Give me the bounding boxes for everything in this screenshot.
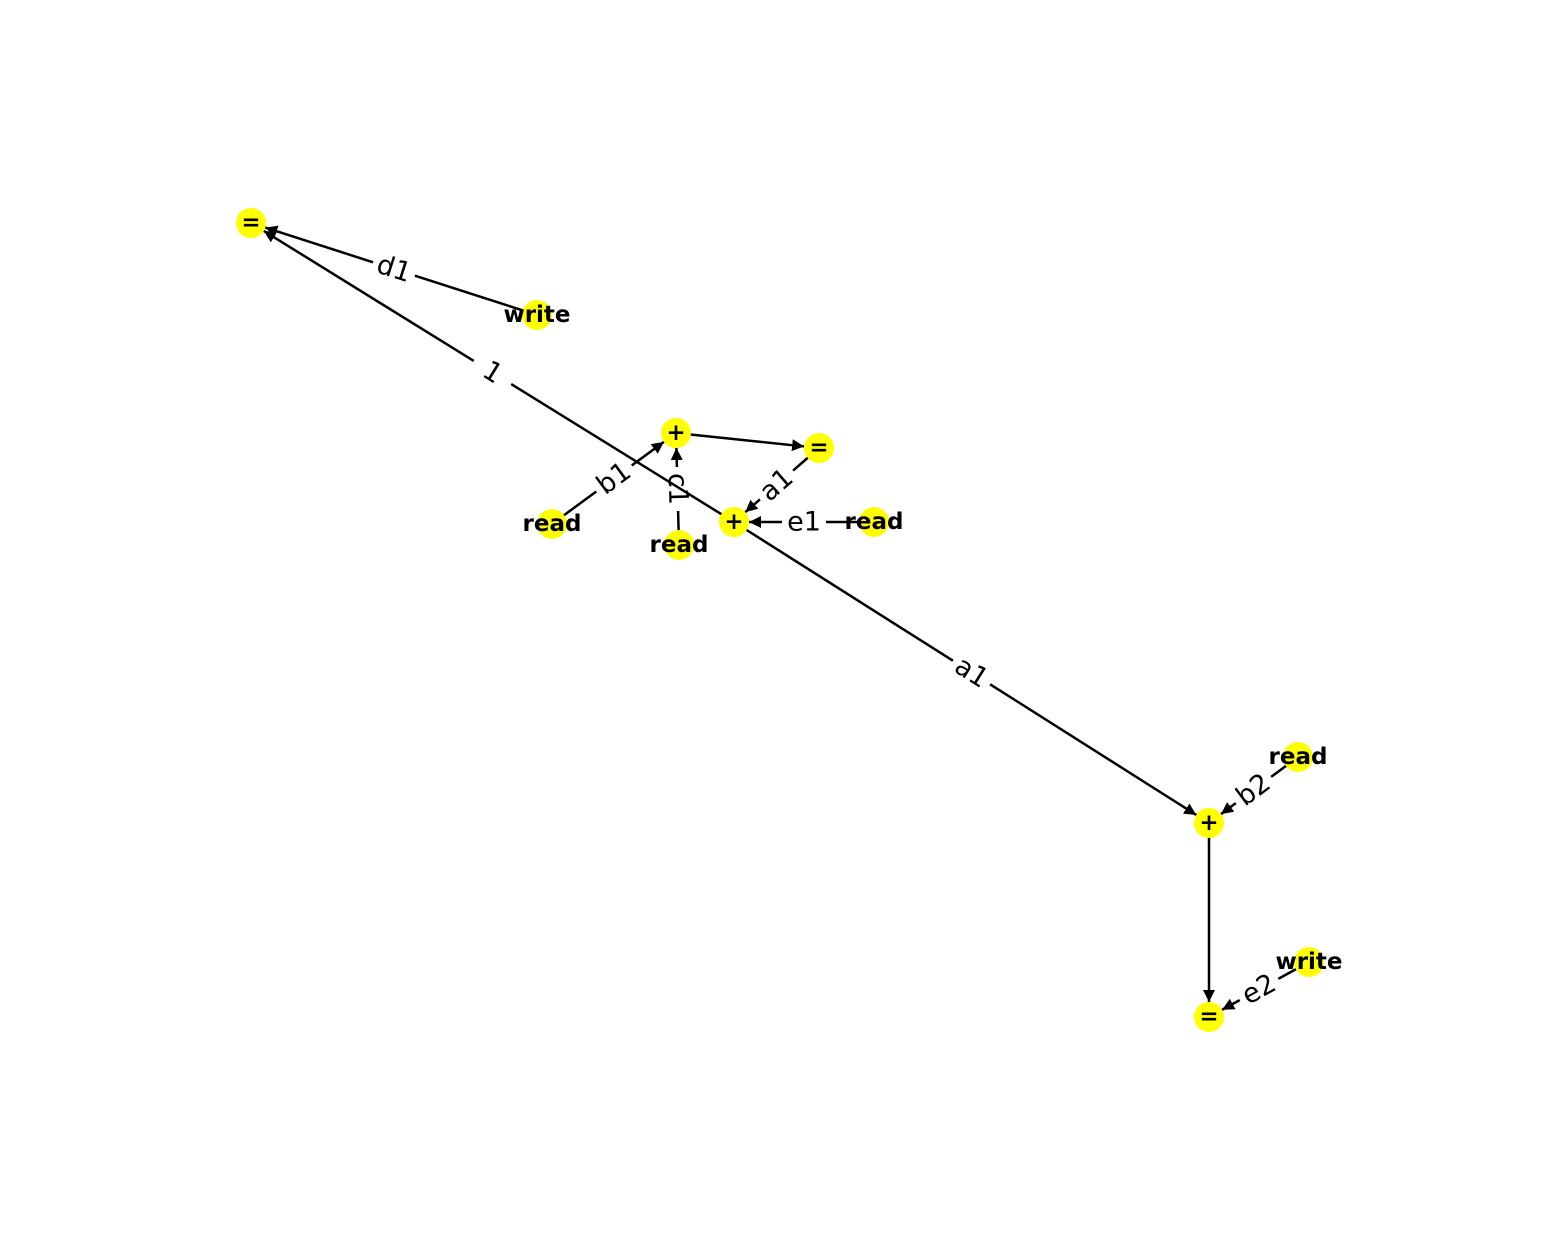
node-circle [1194, 1002, 1224, 1032]
edge-line-segment [733, 520, 954, 662]
nodes-layer: = write + = read read + read read + write = [236, 208, 1343, 1032]
edge-label: e1 [787, 507, 821, 538]
node-circle [1294, 947, 1324, 977]
node-plus_center: + [719, 507, 749, 537]
node-label: + [1199, 810, 1218, 836]
node-label: read [523, 511, 582, 537]
node-circle [236, 208, 266, 238]
node-circle [537, 509, 567, 539]
edge-label: d1 [373, 249, 415, 289]
edge-arrow-segment [1221, 998, 1241, 1011]
node-read_left: read [523, 509, 582, 539]
node-label: = [241, 210, 260, 236]
edge-line-segment [414, 274, 538, 317]
node-circle [1194, 808, 1224, 838]
node-eq_mid: = [804, 433, 834, 463]
node-read_center: read [650, 530, 709, 560]
edge-line-segment [510, 383, 735, 524]
node-label: + [724, 509, 743, 535]
edge-plus_center-to-plus_br [733, 520, 1197, 817]
node-eq_br: = [1194, 1002, 1224, 1032]
node-circle [661, 418, 691, 448]
edge-arrow-segment [744, 498, 761, 514]
edge-arrow-segment [263, 229, 475, 362]
node-label: read [650, 532, 709, 558]
node-eq_top: = [236, 208, 266, 238]
edge-arrow-line [675, 431, 805, 452]
edges-layer [263, 225, 1310, 1011]
edge-plus_mid-to-eq_mid [675, 431, 805, 452]
node-label: write [503, 302, 570, 328]
node-circle [1283, 742, 1313, 772]
node-label: = [1199, 1004, 1218, 1030]
edge-arrow-segment [1220, 802, 1237, 816]
node-write_br: write [1275, 947, 1343, 977]
edge-label: b1 [591, 456, 637, 501]
node-write_top: write [503, 300, 571, 330]
edge-plus_center-to-eq_top [263, 229, 735, 524]
edge-arrow-segment [630, 440, 665, 467]
node-label: = [809, 435, 828, 461]
node-circle [804, 433, 834, 463]
node-read_right: read [845, 507, 904, 537]
node-circle [859, 507, 889, 537]
edge-arrow-segment [989, 683, 1197, 817]
node-read_br: read [1269, 742, 1328, 772]
node-plus_br: + [1194, 808, 1224, 838]
node-circle [522, 300, 552, 330]
node-label: + [666, 420, 685, 446]
node-label: write [1275, 949, 1342, 975]
edge-label: a1 [949, 650, 994, 694]
node-plus_mid: + [661, 418, 691, 448]
edge-label: b2 [1230, 767, 1276, 812]
edge-arrow-segment [264, 225, 374, 264]
edge-label: a1 [754, 462, 800, 508]
edge-arrow-segment [670, 447, 683, 468]
node-label: read [845, 509, 904, 535]
edge-label: c1 [662, 473, 694, 506]
node-circle [719, 507, 749, 537]
node-circle [664, 530, 694, 560]
edge-label: 1 [477, 355, 508, 390]
edge-write_top-to-eq_top [264, 225, 538, 317]
node-label: read [1269, 744, 1328, 770]
